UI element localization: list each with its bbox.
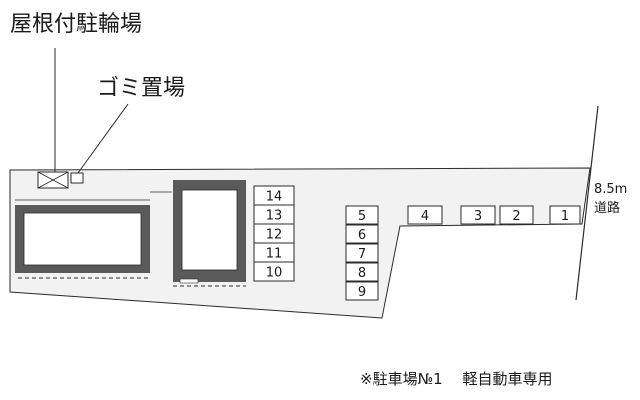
parking-slot-label-14: 14 (266, 190, 283, 205)
bike-parking-cross-2 (37, 171, 69, 189)
parking-slot-5 (345, 205, 379, 225)
parking-slot-label-11: 11 (266, 247, 283, 262)
parking-slot-label-9: 9 (358, 285, 366, 300)
building-left-inner (23, 212, 142, 266)
lot-area (9, 167, 591, 319)
parking-slot-label-2: 2 (512, 209, 520, 224)
garbage-area-label: ゴミ置場 (97, 76, 186, 101)
garbage-leader (77, 103, 129, 174)
parking-slot-label-7: 7 (358, 247, 366, 262)
parking-slot-label-4: 4 (421, 209, 429, 224)
bike-parking-label: 屋根付駐輪場 (10, 12, 143, 37)
parking-slot-6 (345, 224, 379, 244)
building-middle-inner (181, 189, 238, 271)
parking-slot-label-12: 12 (266, 228, 283, 243)
garbage-marker (70, 172, 84, 184)
parking-slot-9 (345, 281, 379, 301)
parking-slot-8 (345, 262, 379, 282)
parking-slot-label-8: 8 (358, 266, 366, 281)
parking-slot-label-6: 6 (358, 228, 366, 243)
road-label: 道路 (594, 201, 621, 216)
parking-slot-7 (345, 243, 379, 263)
parking-slot-label-3: 3 (474, 209, 482, 224)
parking-note: ※駐車場№1 軽自動車専用 (360, 370, 553, 388)
parking-slot-2 (499, 205, 534, 225)
parking-slot-label-1: 1 (561, 209, 569, 224)
parking-slot-14 (253, 185, 295, 206)
parking-slot-3 (460, 205, 496, 225)
parking-slot-label-5: 5 (358, 209, 366, 224)
parking-slot-1 (549, 205, 581, 225)
parking-slot-label-13: 13 (266, 209, 283, 224)
building-middle-entrance (179, 278, 199, 284)
road-edge-line (575, 105, 599, 301)
parking-slot-label-10: 10 (266, 266, 283, 281)
parking-slot-4 (407, 205, 443, 225)
road-width-label: 8.5m (594, 182, 628, 197)
